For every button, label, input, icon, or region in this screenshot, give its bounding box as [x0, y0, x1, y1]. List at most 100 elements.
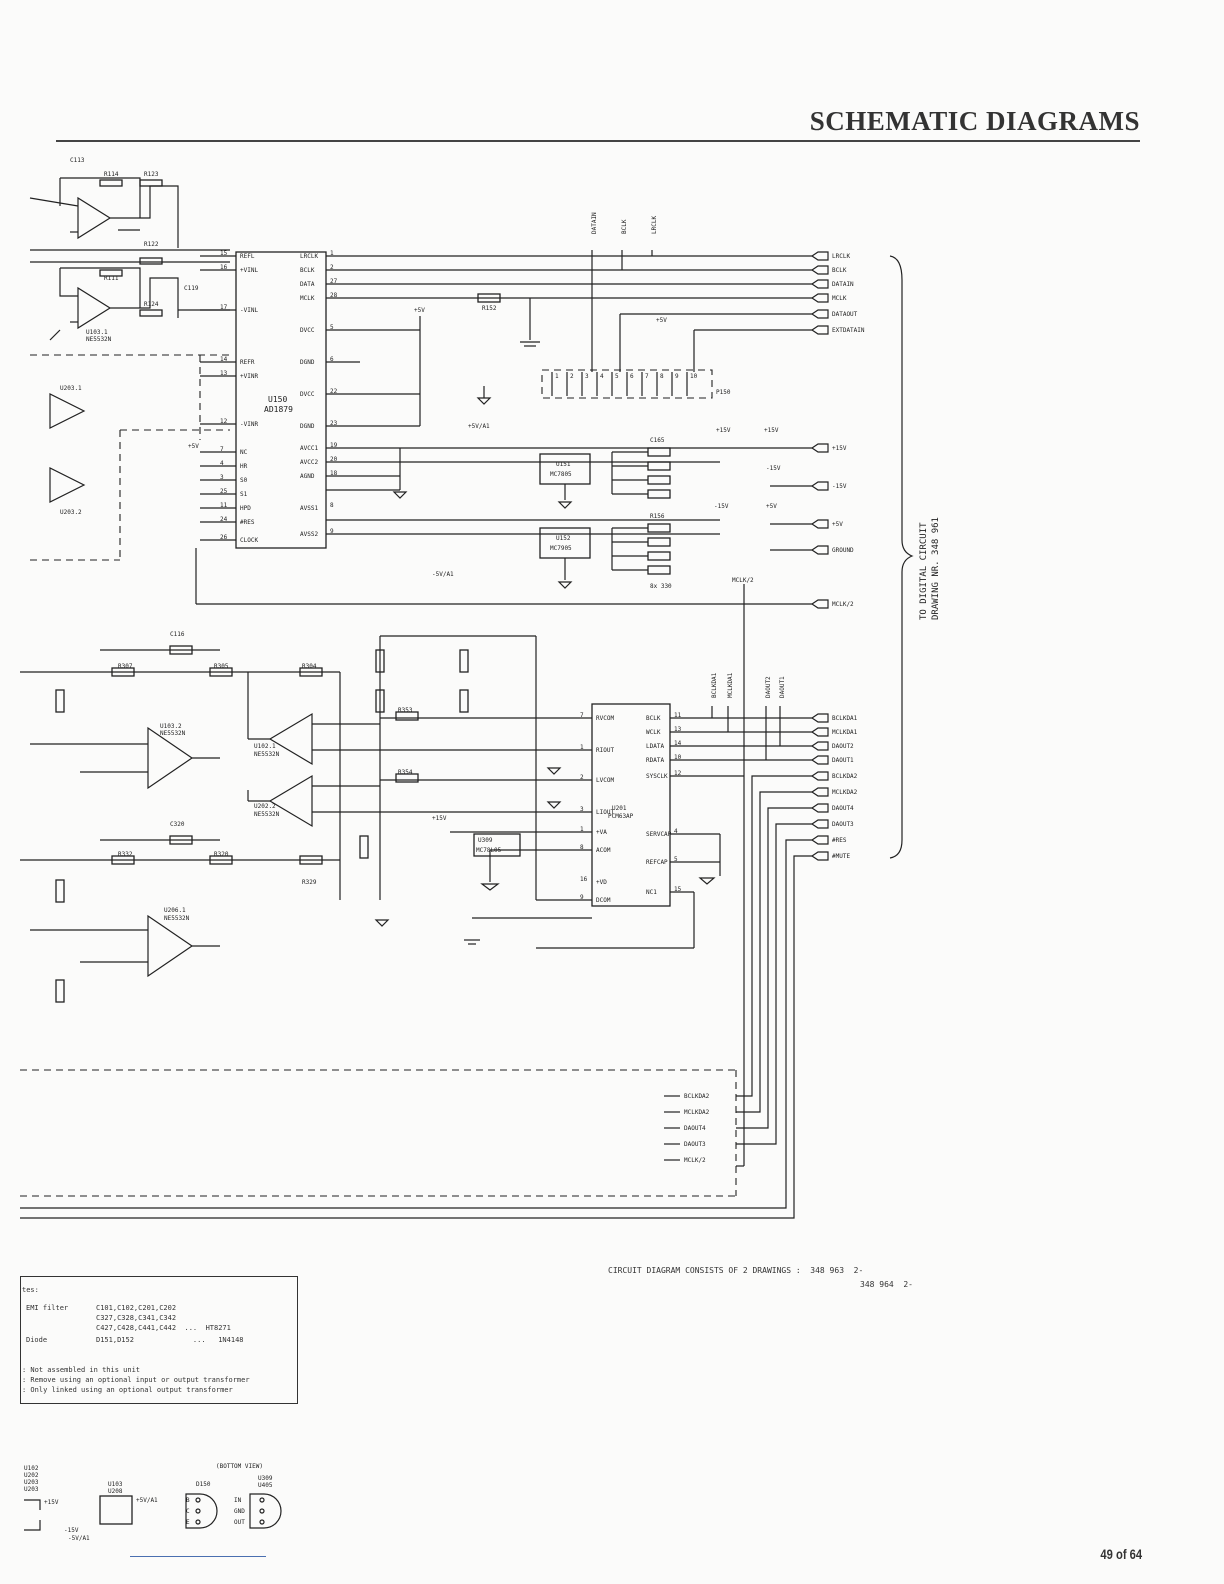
- opamp-u206-1: [147, 914, 194, 978]
- note-footnote: : Remove using an optional input or outp…: [22, 1376, 250, 1384]
- u201-pin-label: LIOUT: [596, 809, 614, 816]
- chip-ref: U201: [612, 805, 627, 812]
- u150-pin-label: AVCC2: [300, 459, 318, 466]
- connector-label: +15V: [832, 445, 847, 452]
- connector-arrow: [810, 279, 829, 289]
- u150-pin-label: CLOCK: [240, 537, 258, 544]
- chip-ref: U151: [556, 461, 571, 468]
- opamp-u103-2: [77, 196, 112, 240]
- rail-label: +15V: [764, 427, 779, 434]
- p150-pin-number: 5: [615, 373, 619, 380]
- u201-pin-number: 15: [674, 886, 682, 893]
- connector-arrow: [810, 265, 829, 275]
- bv-label: D150: [196, 1481, 211, 1488]
- opamp-label: NE5532N: [254, 751, 280, 758]
- u150-pin-label: LRCLK: [300, 253, 318, 260]
- u150-pin-label: DGND: [300, 423, 315, 430]
- dac-section: U201 PCM63AP U103.2 NE5532N U102.1 NE553…: [20, 635, 812, 978]
- part-label: R114: [104, 171, 119, 178]
- resistor: [111, 855, 135, 865]
- chip-ref: U152: [556, 535, 571, 542]
- u150-pin-label: -VINR: [240, 421, 258, 428]
- diode-label: Diode: [26, 1336, 48, 1344]
- rail-labels: +5V +5V +5V/A1 -5V/A1 +15V +15V -15V -15…: [188, 307, 781, 822]
- connector-arrow: [810, 819, 829, 829]
- u150-pin-label: +VINL: [240, 267, 258, 274]
- u201-pin-label: NC1: [646, 889, 657, 896]
- connector-arrow: [810, 787, 829, 797]
- part-label: C119: [184, 285, 199, 292]
- u201-pin-number: 1: [580, 826, 584, 833]
- connector-label: #MUTE: [832, 853, 850, 860]
- u201-pin-label: BCLK: [646, 715, 661, 722]
- u150-pin-label: AVCC1: [300, 445, 318, 452]
- vertical-label: LRCLK: [651, 216, 658, 234]
- bv-pin: B: [186, 1497, 190, 1504]
- connector-arrow: [810, 771, 829, 781]
- side-label: DRAWING NR. 348 961: [931, 517, 941, 620]
- bottom-connector-label: MCLKDA2: [684, 1109, 710, 1116]
- opamp-label: NE5532N: [160, 730, 186, 737]
- regulators: U151 MC7805 U152 MC7905: [539, 453, 591, 589]
- connector-label: DAOUT1: [832, 757, 854, 764]
- notes-box: [20, 1276, 298, 1404]
- u201-pin-number: 2: [580, 774, 584, 781]
- u150-pin-number: 20: [330, 456, 338, 463]
- u201-pin-number: 5: [674, 856, 678, 863]
- connector-label: MCLKDA1: [832, 729, 858, 736]
- part-label: R123: [144, 171, 159, 178]
- bv-label: U405: [258, 1482, 273, 1489]
- connector-group-mid: BCLKDA1MCLKDA1DAOUT2DAOUT1BCLKDA2MCLKDA2…: [810, 713, 858, 861]
- part-label: C116: [170, 631, 185, 638]
- resistor: [299, 667, 323, 677]
- resistor: [459, 689, 469, 713]
- array-resistor: [647, 447, 671, 457]
- bottom-connector-label: DAOUT4: [684, 1125, 706, 1132]
- connector-label: MCLK: [832, 295, 847, 302]
- connector-arrow: [810, 803, 829, 813]
- array-resistor: [647, 551, 671, 561]
- chip-u150: U150 AD1879: [235, 251, 327, 549]
- opamp-label: U203.2: [60, 509, 82, 516]
- u150-pin-number: 2: [330, 264, 334, 271]
- connector-label: BCLK: [832, 267, 847, 274]
- connector-label: -15V: [832, 483, 847, 490]
- p150-pin-number: 8: [660, 373, 664, 380]
- chip-ref: U150: [268, 395, 287, 404]
- note-footnote: : Not assembled in this unit: [22, 1366, 141, 1374]
- rail-label: +5V: [188, 443, 199, 450]
- chip-part: MC7805: [550, 471, 572, 478]
- part-label: R332: [118, 851, 133, 858]
- u201-pin-label: +VD: [596, 879, 607, 886]
- u201-pin-number: 14: [674, 740, 682, 747]
- rail-label: -15V: [714, 503, 729, 510]
- connector-arrow: [810, 443, 829, 453]
- part-label: R329: [302, 879, 317, 886]
- u150-pin-number: 28: [330, 292, 338, 299]
- opamp-u203-1: [49, 393, 86, 429]
- opamp-label: NE5532N: [86, 336, 112, 343]
- brace: [889, 255, 914, 859]
- header-rule: [56, 140, 1140, 142]
- u201-pin-label: ACOM: [596, 847, 611, 854]
- bv-pin: OUT: [234, 1519, 245, 1526]
- u150-pin-label: DVCC: [300, 327, 315, 334]
- connector-label: DATAIN: [832, 281, 854, 288]
- u150-pin-number: 3: [220, 474, 224, 481]
- u201-pin-number: 7: [580, 712, 584, 719]
- u201-pin-label: LVCOM: [596, 777, 614, 784]
- connector-label: DAOUT3: [832, 821, 854, 828]
- bv-pin: C: [186, 1508, 190, 1515]
- u150-pin-number: 12: [220, 418, 228, 425]
- connector-label: DAOUT4: [832, 805, 854, 812]
- u150-decoupling: [326, 316, 720, 535]
- resistor: [55, 979, 65, 1003]
- array-resistor: [647, 475, 671, 485]
- part-label: C165: [650, 437, 665, 444]
- connector-arrow: [810, 545, 829, 555]
- top-vertical-labels: DATAIN BCLK LRCLK: [591, 212, 658, 234]
